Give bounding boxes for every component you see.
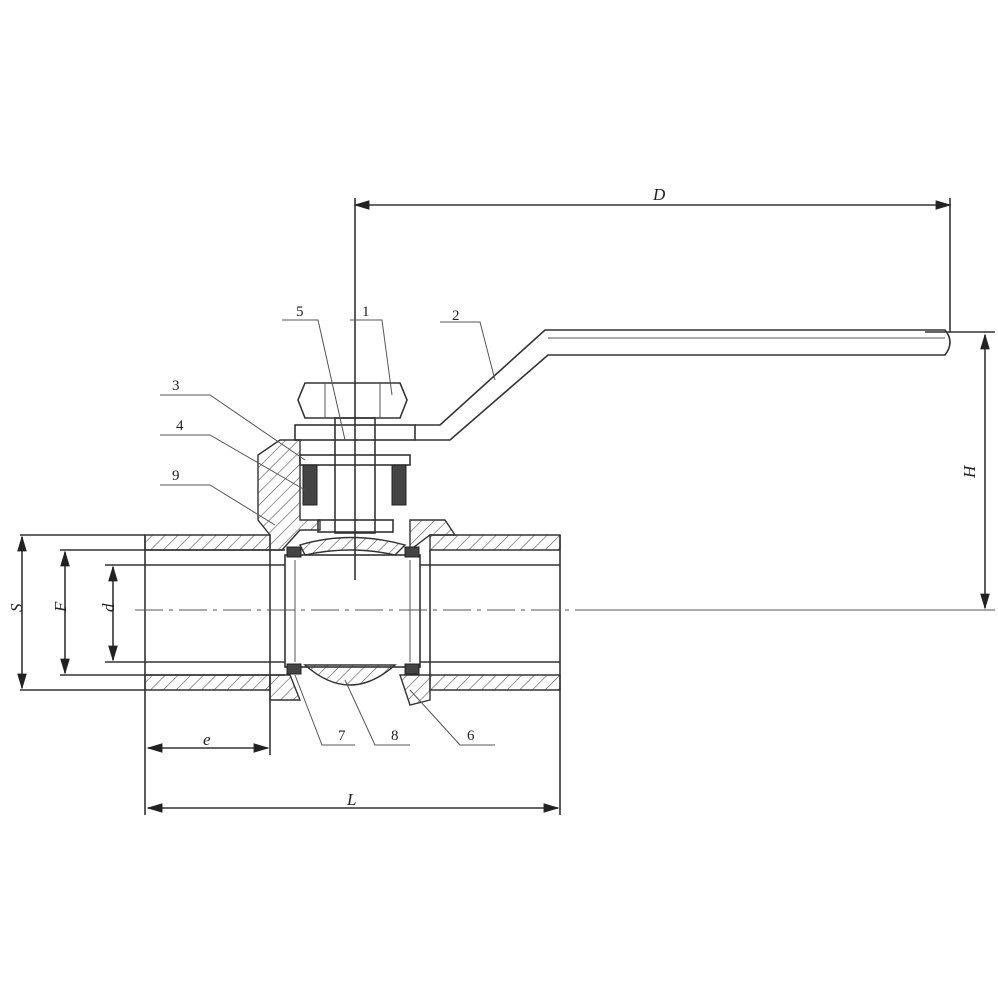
dimension-H-label: H [960,464,979,479]
ball [284,554,421,668]
dimension-d-label: d [99,603,118,612]
part-4-label: 4 [176,418,184,434]
part-7-label: 7 [338,728,346,744]
part-5-label: 5 [296,304,304,320]
dimension-S-label: S [7,603,26,612]
part-1-label: 1 [362,304,370,320]
seats [286,546,420,675]
handle-lever [415,329,951,441]
part-3-label: 3 [172,378,180,394]
part-6-label: 6 [467,728,475,744]
part-9-label: 9 [172,468,180,484]
dimension-e-label: e [203,730,211,749]
dimension-F-label: F [51,601,70,613]
leader-lines [160,319,496,746]
hex-nut [297,382,408,419]
dimension-D-label: D [652,185,666,204]
dimension-L-label: L [346,790,356,809]
bore [20,534,995,815]
part-8-label: 8 [391,728,399,744]
valve-body [144,439,561,706]
part-2-label: 2 [452,308,460,324]
dimension-lines [17,198,995,813]
